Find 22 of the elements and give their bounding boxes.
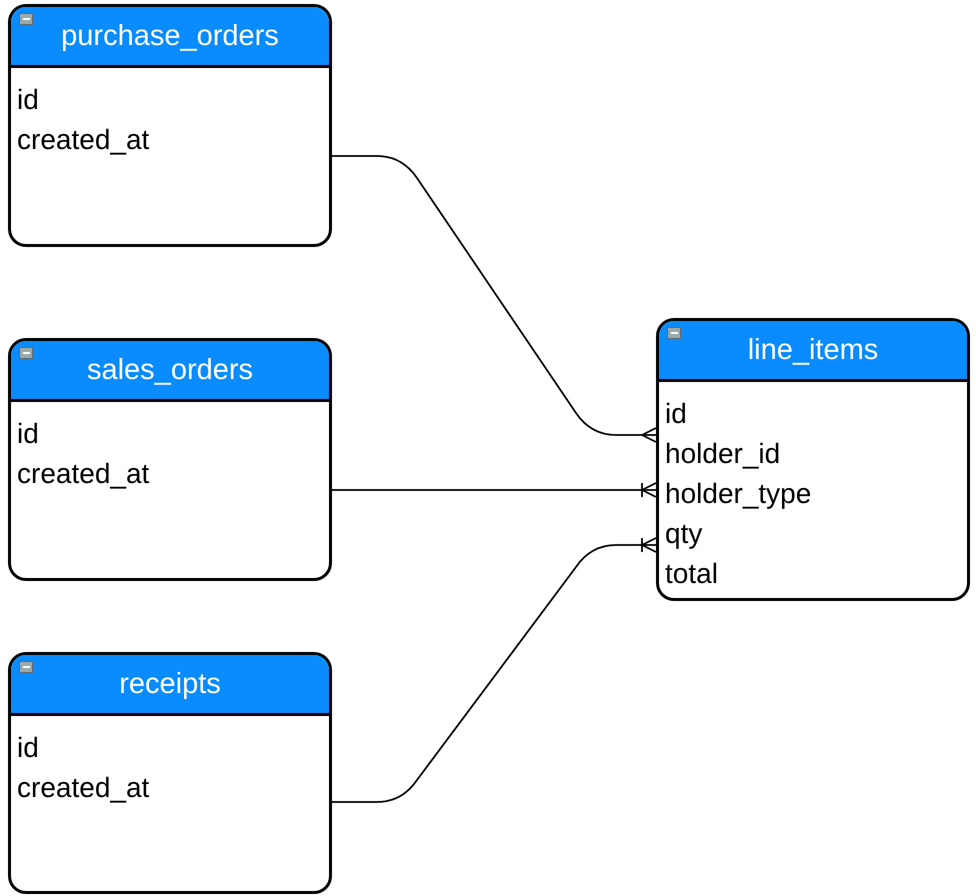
relationship-line — [332, 537, 657, 803]
column-name: id — [17, 417, 40, 451]
table-box — [656, 318, 970, 601]
table-name: receipts — [119, 668, 221, 700]
relationship-line — [332, 482, 657, 498]
column-name: created_at — [17, 457, 150, 491]
column-name: total — [665, 557, 719, 591]
relationship-line — [332, 155, 657, 443]
column-name: created_at — [17, 123, 150, 157]
table-box — [8, 652, 332, 894]
column-name: id — [17, 83, 40, 117]
table-name: sales_orders — [86, 354, 254, 386]
table-name: line_items — [748, 334, 878, 366]
table-name: purchase_orders — [61, 20, 279, 52]
column-name: holder_type — [665, 477, 812, 511]
table-box — [8, 338, 332, 581]
table-box — [8, 4, 332, 247]
column-name: holder_id — [665, 437, 782, 471]
column-name: id — [665, 397, 688, 431]
column-name: qty — [665, 517, 704, 551]
column-name: created_at — [17, 771, 150, 805]
column-name: id — [17, 731, 40, 765]
